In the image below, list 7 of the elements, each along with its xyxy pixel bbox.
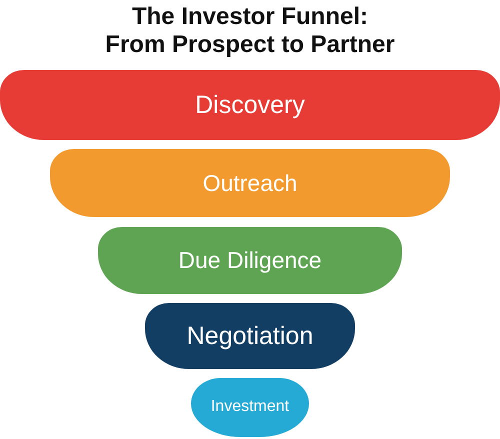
stage-label: Negotiation [186,322,314,350]
stage-label: Outreach [202,170,298,196]
funnel-band [0,70,500,140]
stage-label: Investment [210,398,290,417]
stage-label: Discovery [195,90,305,120]
stage-label: Due Diligence [178,247,322,274]
diagram-title: The Investor Funnel: From Prospect to Partner [104,3,396,59]
